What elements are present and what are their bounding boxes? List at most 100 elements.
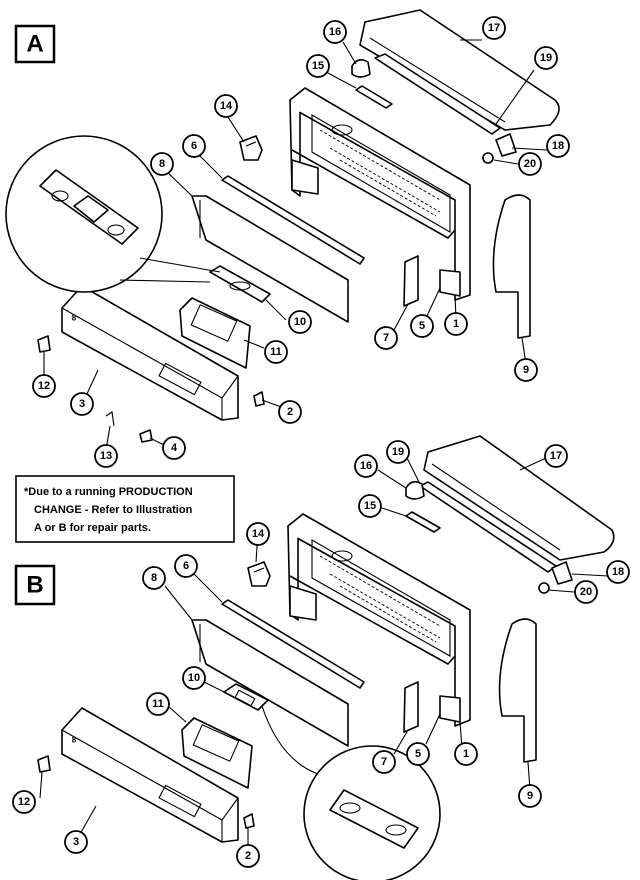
- callout-a-18: 18: [546, 134, 570, 158]
- callout-a-10: 10: [288, 310, 312, 334]
- callout-b-10: 10: [182, 666, 206, 690]
- callout-b-12: 12: [12, 790, 36, 814]
- callout-a-14: 14: [214, 94, 238, 118]
- svg-text:A or B for repair parts.: A or B for repair parts.: [34, 522, 151, 534]
- part-13-screw: [105, 411, 115, 427]
- svg-text:19: 19: [540, 52, 552, 64]
- callout-a-20: 20: [518, 152, 542, 176]
- svg-text:20: 20: [580, 586, 592, 598]
- callout-a-9: 9: [514, 358, 538, 382]
- svg-text:6: 6: [191, 140, 197, 152]
- svg-text:6: 6: [183, 560, 189, 572]
- illustration-b-label: B: [14, 564, 56, 606]
- leaders-a: [43, 39, 548, 451]
- svg-text:10: 10: [294, 316, 306, 328]
- part-19-rod: [374, 53, 501, 135]
- callout-a-12: 12: [32, 374, 56, 398]
- svg-text:15: 15: [312, 60, 324, 72]
- callout-a-7: 7: [374, 326, 398, 350]
- svg-text:10: 10: [188, 672, 200, 684]
- part-16-end-cap: [351, 58, 371, 78]
- callouts-b: 19 17 16 15 14 18 20 6 8 10 11 7 5 1 9 1…: [12, 440, 630, 868]
- svg-text:5: 5: [415, 748, 421, 760]
- callout-b-2: 2: [236, 844, 260, 868]
- part-14-bracket: [239, 135, 263, 161]
- svg-text:19: 19: [392, 446, 404, 458]
- part-backguard-frame: [289, 87, 471, 301]
- svg-text:13: 13: [100, 450, 112, 462]
- callout-b-9: 9: [518, 784, 542, 808]
- production-change-note: *Due to a running PRODUCTION CHANGE - Re…: [15, 475, 235, 543]
- svg-text:12: 12: [38, 380, 50, 392]
- illustration-a-label: A: [14, 24, 56, 64]
- svg-text:A: A: [26, 31, 43, 58]
- part-2-clip-b: [243, 813, 255, 829]
- part-7-bracket-b: [403, 681, 419, 733]
- illustration-b: B: [12, 435, 630, 880]
- part-backguard-frame-b: [287, 513, 471, 727]
- svg-text:12: 12: [18, 796, 30, 808]
- svg-text:8: 8: [151, 572, 157, 584]
- callout-b-1: 1: [454, 742, 478, 766]
- svg-text:20: 20: [524, 158, 536, 170]
- callout-b-17: 17: [544, 444, 568, 468]
- part-10-switch-plate: [209, 265, 271, 303]
- svg-text:9: 9: [527, 790, 533, 802]
- part-17-top-trim-b: [423, 435, 615, 561]
- part-7-bracket: [403, 255, 419, 307]
- part-3-control-panel-b: 8: [61, 707, 239, 843]
- svg-text:11: 11: [152, 698, 164, 710]
- svg-text:17: 17: [488, 22, 500, 34]
- part-15-strip: [355, 85, 393, 109]
- svg-text:17: 17: [550, 450, 562, 462]
- part-2-clip: [253, 391, 265, 407]
- svg-text:8: 8: [72, 736, 77, 745]
- part-8-panel: [191, 195, 349, 323]
- callout-b-15: 15: [358, 494, 382, 518]
- part-9-end-cap-b: [498, 618, 537, 763]
- callout-b-14: 14: [246, 522, 270, 546]
- part-17-top-trim: [359, 9, 560, 131]
- callout-b-18: 18: [606, 560, 630, 584]
- svg-text:14: 14: [252, 528, 265, 540]
- callouts-a: 16 17 15 19 14 18 20 6 8 7 5 1 10 9 11 1…: [32, 16, 570, 468]
- part-6-strip-b: [221, 599, 365, 689]
- callout-a-8: 8: [150, 152, 174, 176]
- part-8-panel-b: [191, 619, 349, 747]
- svg-text:1: 1: [463, 748, 469, 760]
- svg-text:18: 18: [552, 140, 564, 152]
- svg-text:*Due to a running PRODUCTION: *Due to a running PRODUCTION: [24, 486, 193, 498]
- svg-text:3: 3: [73, 836, 79, 848]
- part-4-clip: [139, 429, 153, 443]
- part-20-knob: [482, 152, 494, 164]
- svg-text:16: 16: [360, 460, 372, 472]
- svg-text:2: 2: [287, 406, 293, 418]
- svg-text:15: 15: [364, 500, 376, 512]
- svg-text:7: 7: [383, 332, 389, 344]
- svg-text:11: 11: [270, 346, 282, 358]
- callout-a-5: 5: [410, 314, 434, 338]
- part-9-end-cap: [492, 194, 531, 339]
- callout-a-6: 6: [182, 134, 206, 158]
- part-12-clip: [37, 335, 51, 353]
- callout-a-2: 2: [278, 400, 302, 424]
- callout-a-11: 11: [264, 340, 288, 364]
- callout-b-11: 11: [146, 692, 170, 716]
- part-10-switch-plate-b: [223, 683, 269, 711]
- callout-b-8: 8: [142, 566, 166, 590]
- part-11-bezel-b: [181, 717, 253, 789]
- part-20-knob-b: [538, 582, 550, 594]
- svg-text:8: 8: [72, 314, 77, 323]
- callout-b-7: 7: [372, 750, 396, 774]
- illustration-a: A: [5, 9, 570, 468]
- part-14-bracket-b: [247, 561, 271, 587]
- magnifier-b: [261, 705, 441, 880]
- callout-b-5: 5: [406, 742, 430, 766]
- svg-text:14: 14: [220, 100, 233, 112]
- svg-text:1: 1: [453, 318, 459, 330]
- callout-b-20: 20: [574, 580, 598, 604]
- callout-b-19: 19: [386, 440, 410, 464]
- callout-a-15: 15: [306, 54, 330, 78]
- part-11-bezel: [179, 297, 251, 369]
